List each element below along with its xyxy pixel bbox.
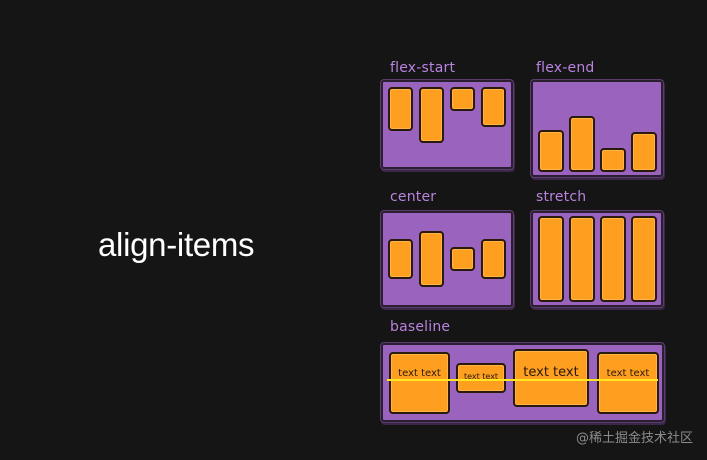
panel-label-flex-start: flex-start (390, 60, 456, 76)
panel-label-flex-end: flex-end (536, 60, 595, 76)
flex-item (569, 216, 595, 302)
flex-item (419, 231, 444, 287)
panel-label-stretch: stretch (536, 189, 587, 205)
center-container (381, 211, 513, 307)
baseline-container: text text text text text text text text (381, 343, 664, 422)
flex-item (538, 216, 564, 302)
flex-start-container (381, 80, 513, 169)
flex-item (631, 132, 657, 172)
flex-item (631, 216, 657, 302)
watermark: @稀土掘金技术社区 (575, 431, 693, 446)
flex-item (481, 87, 506, 127)
panel-label-baseline: baseline (390, 319, 451, 335)
stretch-container (531, 211, 663, 307)
item-text: text text (463, 372, 499, 381)
flex-item (450, 247, 475, 271)
baseline-item: text text (456, 363, 506, 393)
panel-label-center: center (390, 189, 437, 205)
flex-item (600, 148, 626, 172)
baseline-guide-line (387, 379, 658, 381)
flex-item (569, 116, 595, 172)
flex-item (388, 87, 413, 131)
flex-item (538, 130, 564, 172)
flex-item (600, 216, 626, 302)
flex-item (388, 239, 413, 279)
flex-item (450, 87, 475, 111)
baseline-item: text text (597, 352, 659, 414)
item-text: text text (398, 368, 441, 379)
flex-end-container (531, 80, 663, 177)
item-text: text text (606, 368, 650, 379)
baseline-item: text text (513, 349, 589, 407)
page-title: align-items (98, 226, 255, 263)
baseline-item: text text (389, 352, 450, 414)
item-text: text text (523, 365, 579, 380)
flex-item (419, 87, 444, 143)
flex-item (481, 239, 506, 279)
